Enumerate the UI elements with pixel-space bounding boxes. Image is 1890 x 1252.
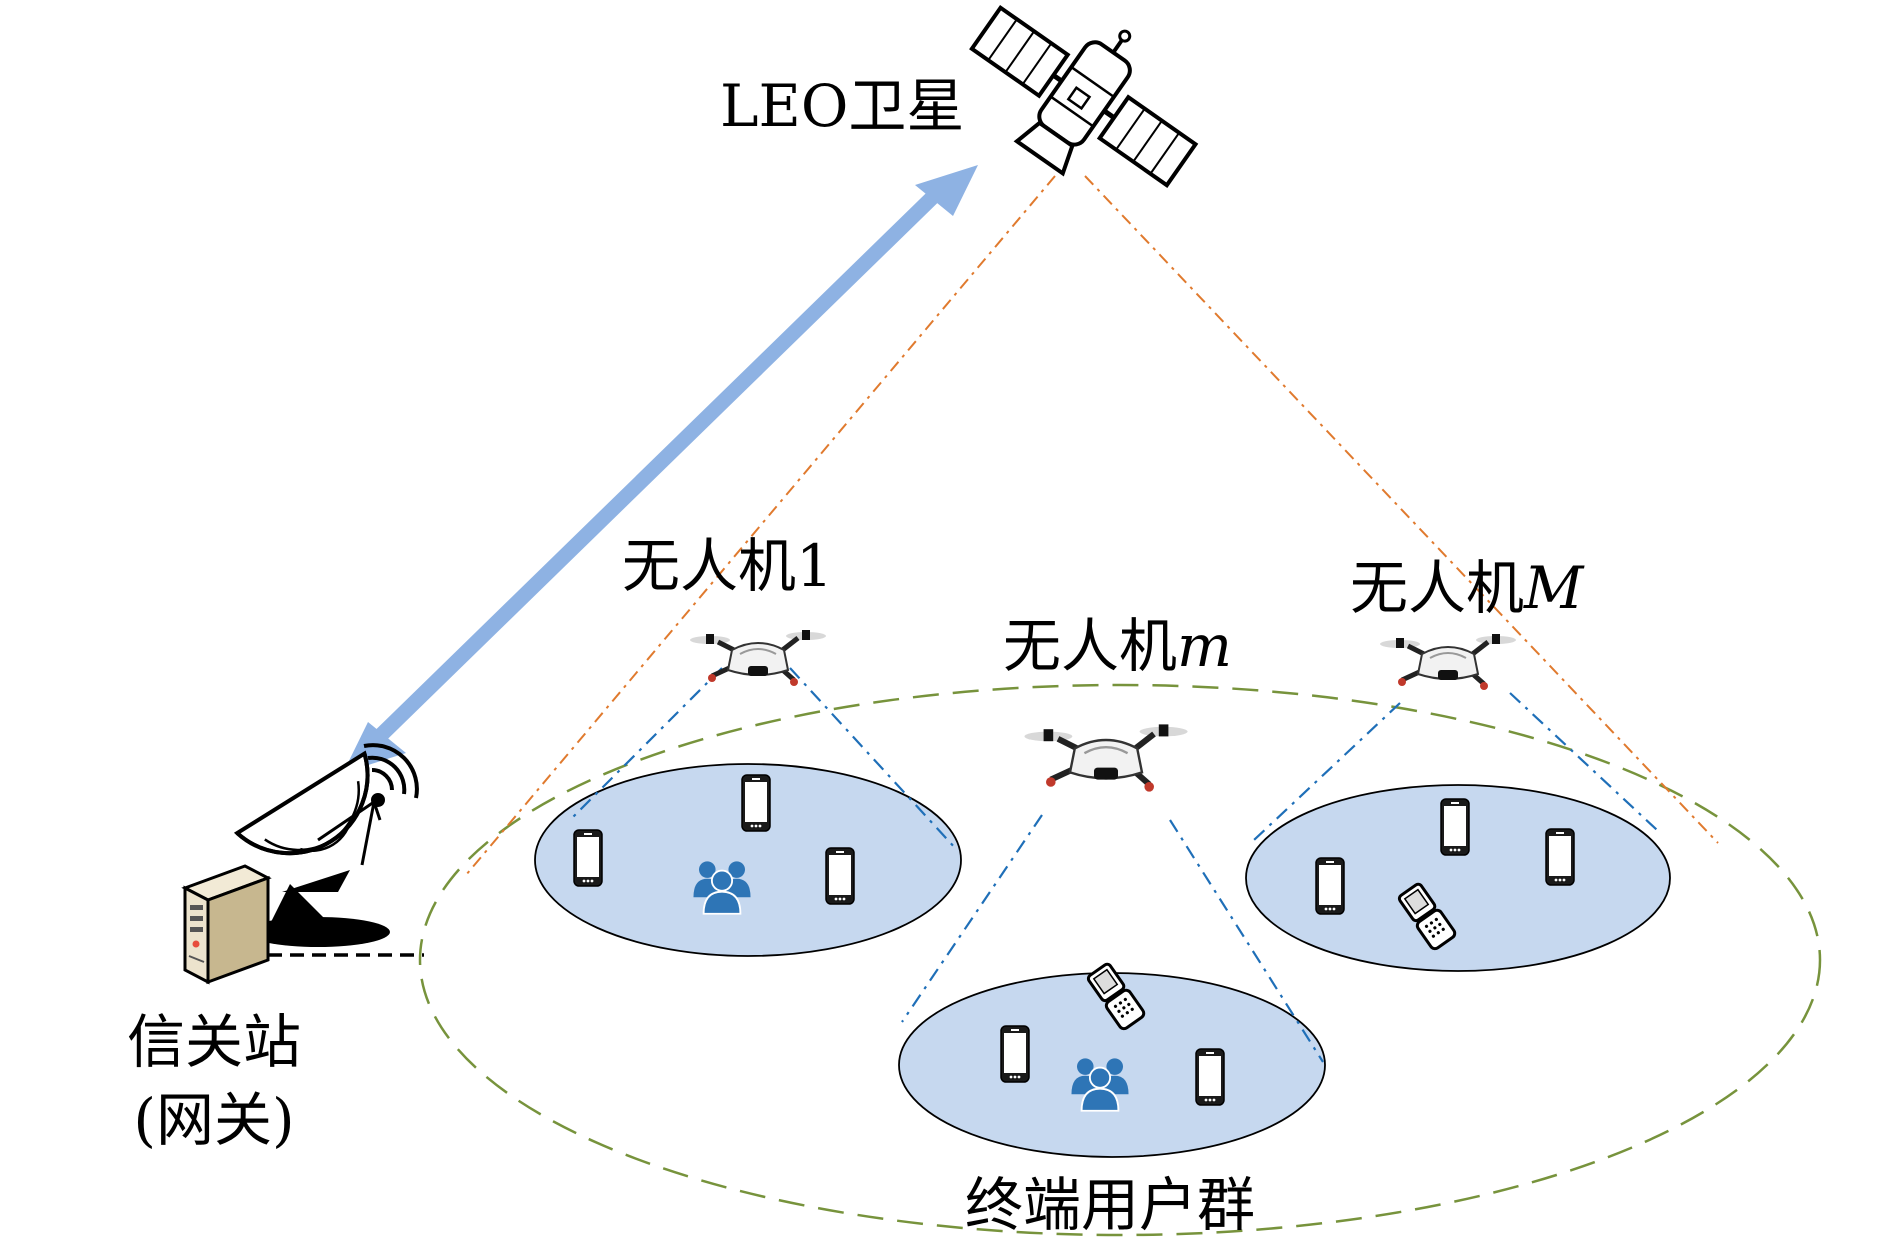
phone-icon [1440,798,1470,856]
uav-m-label: 无人机m [1003,612,1232,680]
satellite-beam-left [465,175,1056,876]
satellite-beam-right [1084,175,1719,844]
uav-M-label-prefix: 无人机 [1350,554,1524,622]
uav-m-label-prefix: 无人机 [1003,612,1177,680]
dish-antenna-icon [233,743,419,947]
phone-icon [1545,828,1575,886]
drone-icon [1024,724,1187,791]
uav-M-label-var: M [1523,554,1585,622]
phone-icon [573,829,603,887]
uav-1-label: 无人机1 [622,532,833,600]
satellite-icon [969,4,1199,188]
phone-icon [1315,857,1345,915]
phone-icon [825,847,855,905]
satellite-label: LEO卫星 [720,72,964,140]
cluster-ellipse-1 [534,763,962,957]
server-icon [181,864,272,985]
uav-m-label-var: m [1177,612,1232,680]
coverage-boundary-ellipse [418,683,1822,1237]
phone-icon [1195,1048,1225,1106]
gateway-label-line1: 信关站 [127,1008,301,1076]
feeder-link-arrow [343,165,978,773]
drone-icon [690,630,826,686]
drone-icon [1380,634,1516,690]
user-group-label: 终端用户群 [965,1171,1255,1239]
gateway-label-line2: (网关) [133,1086,294,1154]
phone-icon [1000,1025,1030,1083]
phone-icon [741,774,771,832]
uav-M-label: 无人机M [1350,554,1585,622]
uav-beams [569,667,1658,1063]
